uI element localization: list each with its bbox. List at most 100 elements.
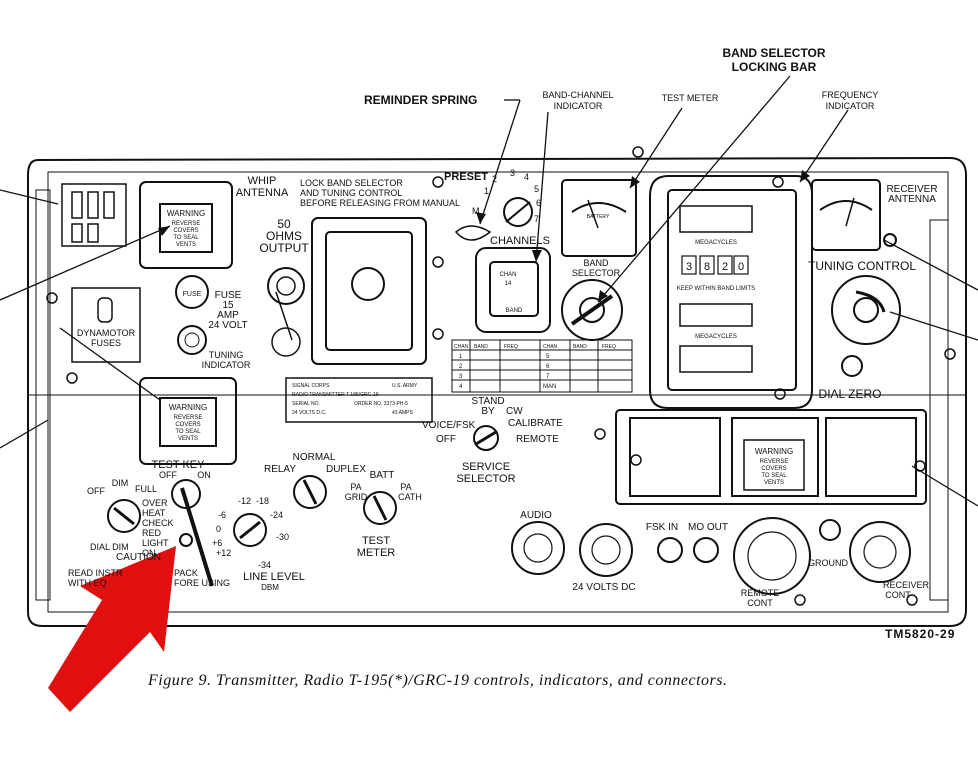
- table-header-band-2: BAND: [573, 344, 587, 350]
- volts-dc-label: 24 VOLTS DC: [572, 582, 635, 593]
- ll-minus24: -24: [270, 510, 283, 520]
- callout-test-meter: TEST METER: [662, 93, 719, 103]
- overheat-2: HEAT: [142, 508, 166, 518]
- fuse-label-2: 15: [222, 300, 234, 311]
- preset-num-4: 4: [524, 172, 529, 182]
- ll-plus12: +12: [216, 548, 231, 558]
- preset-num-1: 1: [484, 186, 489, 196]
- warning-box-mid: [139, 377, 237, 465]
- warning-right-line-2: COVERS: [761, 466, 786, 472]
- preset-num-2: 2: [492, 174, 497, 184]
- service-stand: STAND: [471, 396, 504, 407]
- ohms-label-1: 50: [277, 217, 291, 231]
- line-level-label: LINE LEVEL: [243, 571, 305, 583]
- tuning-indicator-lamp: [177, 325, 207, 355]
- warning-right-line-4: VENTS: [764, 480, 784, 486]
- ll-zero: 0: [216, 524, 221, 534]
- audio-label: AUDIO: [520, 510, 552, 521]
- channel-table: [451, 339, 633, 393]
- test-key-off: OFF: [159, 470, 177, 480]
- ll-minus30: -30: [276, 532, 289, 542]
- remote-cont-connector: [733, 517, 811, 595]
- volts-dc-connector: [579, 523, 633, 577]
- test-meter-switch-knob: [363, 491, 397, 525]
- megacycles-bottom: MEGACYCLES: [695, 334, 737, 340]
- relay-switch-knob: [293, 475, 327, 509]
- dial-dim-label: DIAL DIM: [90, 542, 129, 552]
- freq-digit-4: 0: [738, 261, 744, 273]
- read-instr-2: WITH EQ: [68, 578, 107, 588]
- band-channel-band: BAND: [506, 308, 523, 314]
- preset-dial: [454, 197, 533, 241]
- callout-reminder-spring: REMINDER SPRING: [364, 93, 477, 107]
- service-label-2: SELECTOR: [456, 473, 515, 485]
- relay-relay: RELAY: [264, 464, 296, 475]
- warning-mid-title: WARNING: [169, 403, 207, 412]
- warning-mid-line-4: VENTS: [178, 436, 198, 442]
- ll-minus18: -18: [256, 496, 269, 506]
- figure-caption: Figure 9. Transmitter, Radio T-195(*)/GR…: [148, 672, 728, 689]
- mo-out-label: MO OUT: [688, 522, 728, 533]
- mo-out-jack: [693, 537, 719, 563]
- fuse-label-1: FUSE: [215, 290, 242, 301]
- frequency-indicator: [649, 175, 813, 409]
- receiver-cont-1: RECEIVER: [883, 580, 930, 590]
- freq-digit-3: 2: [722, 261, 728, 273]
- tm-pa-2: PA: [400, 482, 411, 492]
- tuning-control-knob: [831, 275, 901, 345]
- ll-plus6: +6: [212, 538, 222, 548]
- audio-connector: [511, 521, 565, 575]
- callout-arrowheads: [158, 170, 810, 302]
- nameplate-line-1: SIGNAL CORPS: [292, 383, 330, 389]
- meter-scale-label: BATTERY: [587, 214, 610, 220]
- warning-mid-line-2: COVERS: [175, 422, 200, 428]
- callout-freq-indicator-1: FREQUENCY: [822, 90, 879, 100]
- warning-mid-line-3: TO SEAL: [175, 429, 201, 435]
- line-level-knob: [233, 513, 267, 547]
- service-calibrate: CALIBRATE: [508, 418, 563, 429]
- warning-top-title: WARNING: [167, 209, 205, 218]
- overheat-3: CHECK: [142, 518, 174, 528]
- tuning-indicator-label-1: TUNING: [209, 350, 244, 360]
- nameplate-line-7: 43 AMPS: [392, 410, 414, 416]
- ground-post: [819, 519, 841, 541]
- fsk-in-jack: [657, 537, 683, 563]
- freq-digit-2: 8: [704, 261, 710, 273]
- lock-note-1: LOCK BAND SELECTOR: [300, 178, 403, 188]
- callout-locking-bar-2: LOCKING BAR: [732, 60, 817, 74]
- preset-num-5: 5: [534, 184, 539, 194]
- table-row-2-right: 6: [546, 364, 550, 370]
- warning-top-line-4: VENTS: [176, 242, 196, 248]
- callout-locking-bar-1: BAND SELECTOR: [722, 46, 825, 60]
- overheat-5: LIGHT: [142, 538, 169, 548]
- access-cover: [311, 217, 427, 365]
- warning-top-line-2: COVERS: [173, 228, 198, 234]
- table-row-1-right: 5: [546, 354, 550, 360]
- callout-leaders: [0, 75, 978, 507]
- dial-zero-label: DIAL ZERO: [819, 387, 882, 401]
- ohms-label-2: OHMS: [266, 229, 302, 243]
- dim-off-label: OFF: [87, 486, 105, 496]
- read-instr-3: PACK: [174, 568, 198, 578]
- preset-num-6: 6: [536, 198, 541, 208]
- fsk-in-label: FSK IN: [646, 522, 678, 533]
- overheat-1: OVER: [142, 498, 168, 508]
- band-channel-indicator: [475, 247, 551, 333]
- lower-right-covers: [615, 409, 927, 505]
- receiver-antenna-label-1: RECEIVER: [886, 184, 937, 195]
- nameplate: [285, 377, 433, 423]
- fuse-block: [61, 183, 127, 247]
- table-row-3-left: 3: [459, 374, 463, 380]
- dim-full-label: FULL: [135, 484, 157, 494]
- tm-pa-1: PA: [350, 482, 361, 492]
- service-label-1: SERVICE: [462, 461, 510, 473]
- table-row-2-left: 2: [459, 364, 463, 370]
- warning-right-line-1: REVERSE: [760, 459, 789, 465]
- preset-num-3: 3: [510, 168, 515, 178]
- lock-note-2: AND TUNING CONTROL: [300, 188, 402, 198]
- fuse-label-4: 24 VOLT: [208, 320, 247, 331]
- receiver-antenna-label-2: ANTENNA: [888, 194, 936, 205]
- nameplate-line-5: ORDER NO. 3373-PH-5: [354, 401, 408, 407]
- service-selector-knob: [473, 425, 499, 451]
- table-header-freq-1: FREQ: [504, 344, 518, 350]
